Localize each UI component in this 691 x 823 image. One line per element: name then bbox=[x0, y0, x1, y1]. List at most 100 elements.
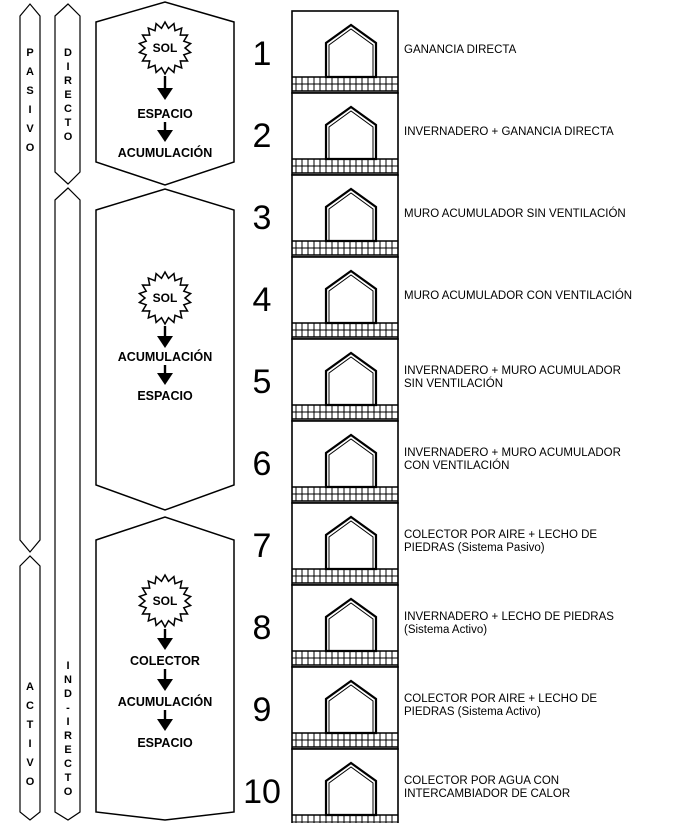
sun-icon bbox=[137, 270, 193, 326]
indirecto-column bbox=[54, 187, 81, 821]
house-icon bbox=[324, 269, 378, 325]
sun-label: SOL bbox=[153, 594, 178, 608]
sun-label: SOL bbox=[153, 41, 178, 55]
flow-step: COLECTOR bbox=[130, 654, 200, 668]
ground-hatch bbox=[292, 322, 398, 338]
flow-step: ESPACIO bbox=[137, 389, 193, 403]
flow-step: ESPACIO bbox=[137, 107, 193, 121]
arrow-down-icon bbox=[157, 669, 173, 691]
system-row: 4 bbox=[253, 256, 399, 340]
flow-step: ACUMULACIÓN bbox=[118, 145, 212, 160]
column-letter: V bbox=[26, 123, 34, 135]
system-label: INVERNADERO + GANANCIA DIRECTA bbox=[404, 125, 614, 138]
column-letter: R bbox=[64, 730, 72, 742]
flow-panel-direct bbox=[95, 1, 235, 186]
column-letter: - bbox=[66, 702, 70, 714]
system-row: 3 bbox=[253, 174, 399, 258]
system-number: 1 bbox=[253, 35, 272, 73]
flow-indirect: SOL ACUMULACIÓN ESPACIO bbox=[118, 270, 212, 403]
house-icon bbox=[324, 351, 378, 407]
system-label: COLECTOR POR AGUA CON INTERCAMBIADOR DE … bbox=[404, 775, 571, 800]
column-letter: N bbox=[64, 674, 72, 686]
system-row: 9 bbox=[253, 666, 399, 750]
arrow-down-icon bbox=[157, 76, 173, 100]
activo-column bbox=[19, 555, 41, 821]
column-letter: O bbox=[26, 142, 35, 154]
house-icon bbox=[324, 23, 378, 79]
system-number: 6 bbox=[253, 445, 272, 483]
house-icon bbox=[324, 433, 378, 489]
column-letter: I bbox=[28, 104, 31, 116]
column-letter: V bbox=[26, 757, 34, 769]
column-letter: T bbox=[65, 117, 72, 129]
flow-panel-active bbox=[95, 516, 235, 821]
column-letter: C bbox=[64, 758, 72, 770]
ground-hatch bbox=[292, 650, 398, 666]
house-icon bbox=[324, 515, 378, 571]
system-row: 2 bbox=[253, 92, 399, 176]
sun-icon bbox=[137, 573, 193, 629]
system-label: MURO ACUMULADOR CON VENTILACIÓN bbox=[404, 289, 633, 302]
flow-step: ACUMULACIÓN bbox=[118, 349, 212, 364]
system-row: 6 bbox=[253, 420, 399, 504]
column-letter: O bbox=[64, 786, 73, 798]
system-row: 10 bbox=[243, 748, 399, 823]
system-row: 7 bbox=[253, 502, 399, 586]
system-label: COLECTOR POR AIRE + LECHO DE PIEDRAS (Si… bbox=[404, 693, 598, 718]
flow-active: SOL COLECTOR ACUMULACIÓN ESPACIO bbox=[118, 573, 212, 750]
column-letter: O bbox=[26, 776, 35, 788]
column-letter: A bbox=[26, 66, 34, 78]
system-row: 1 bbox=[253, 10, 399, 94]
sun-label: SOL bbox=[153, 291, 178, 305]
house-icon bbox=[324, 761, 378, 817]
ground-hatch bbox=[292, 486, 398, 502]
arrow-down-icon bbox=[157, 365, 173, 385]
directo-column bbox=[54, 3, 81, 185]
system-row: 5 bbox=[253, 338, 399, 422]
system-label: MURO ACUMULADOR SIN VENTILACIÓN bbox=[404, 207, 626, 220]
system-label: COLECTOR POR AIRE + LECHO DE PIEDRAS (Si… bbox=[404, 529, 598, 554]
flow-step: ESPACIO bbox=[137, 736, 193, 750]
column-letter: E bbox=[64, 89, 71, 101]
system-number: 8 bbox=[253, 609, 272, 647]
system-number: 9 bbox=[253, 691, 272, 729]
column-letter: T bbox=[27, 719, 34, 731]
pasivo-column bbox=[19, 3, 41, 553]
sun-icon bbox=[137, 20, 193, 76]
system-number: 5 bbox=[253, 363, 272, 401]
flow-direct: SOL ESPACIO ACUMULACIÓN bbox=[118, 20, 212, 160]
arrow-down-icon bbox=[157, 710, 173, 731]
arrow-down-icon bbox=[157, 326, 173, 348]
system-rows: 1 2 3 4 5 6 7 8 9 10 bbox=[243, 10, 399, 823]
column-letter: O bbox=[64, 131, 73, 143]
house-icon bbox=[324, 679, 378, 735]
column-letter: C bbox=[26, 700, 34, 712]
arrow-down-icon bbox=[157, 629, 173, 650]
system-number: 7 bbox=[253, 527, 272, 565]
arrow-down-icon bbox=[157, 122, 173, 142]
column-letter: I bbox=[66, 716, 69, 728]
system-number: 4 bbox=[253, 281, 272, 319]
column-letter: T bbox=[65, 772, 72, 784]
ground-hatch bbox=[292, 568, 398, 584]
system-label: INVERNADERO + LECHO DE PIEDRAS (Sistema … bbox=[404, 611, 614, 636]
column-letter: D bbox=[64, 688, 72, 700]
system-row: 8 bbox=[253, 584, 399, 668]
column-letter: I bbox=[66, 61, 69, 73]
system-number: 2 bbox=[253, 117, 272, 155]
system-number: 3 bbox=[253, 199, 272, 237]
system-label: INVERNADERO + MURO ACUMULADOR SIN VENTIL… bbox=[404, 365, 621, 390]
house-icon bbox=[324, 187, 378, 243]
column-letter: I bbox=[28, 738, 31, 750]
column-letter: E bbox=[64, 744, 71, 756]
system-number: 10 bbox=[243, 773, 281, 811]
flow-step: ACUMULACIÓN bbox=[118, 694, 212, 709]
column-letter: R bbox=[64, 75, 72, 87]
house-icon bbox=[324, 597, 378, 653]
column-letter: P bbox=[26, 47, 33, 59]
